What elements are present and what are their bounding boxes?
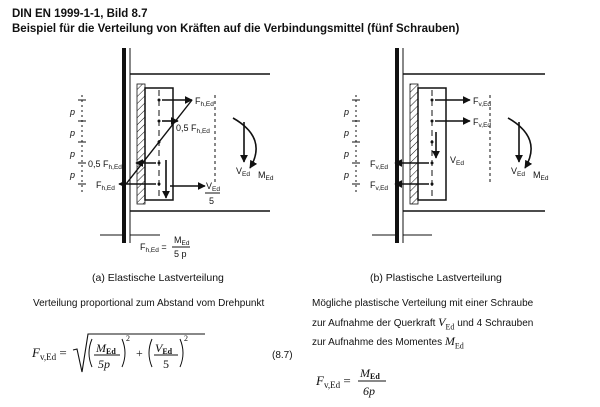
svg-text:2: 2: [184, 334, 188, 343]
label-fh-formula-num: MEd: [174, 235, 190, 247]
label-half-fh-lower: 0,5 Fh,Ed: [88, 159, 122, 171]
label-ved-num: VEd: [206, 181, 220, 193]
pitch-label-r4: p: [343, 170, 349, 180]
v-ed-symbol: VEd: [438, 315, 455, 332]
formula-plastic-num: MEd: [359, 366, 380, 381]
plastic-description-line3: zur Aufnahme des Momentes MEd: [312, 332, 464, 355]
label-m-right: MEd: [533, 170, 549, 182]
label-v-plate: VEd: [450, 155, 464, 167]
formula-lhs: Fv,Ed =: [31, 345, 67, 362]
pitch-label-r1: p: [343, 107, 349, 117]
figure-reference: DIN EN 1999-1-1, Bild 8.7: [12, 8, 148, 20]
moment-arrow: [232, 117, 258, 169]
v-symbol: V: [438, 315, 446, 329]
v-symbol-sub: Ed: [445, 322, 455, 332]
svg-text:+: +: [136, 346, 143, 360]
label-fv-lower: Fv,Ed: [370, 159, 388, 171]
formula-plastic-den: 6p: [363, 384, 375, 398]
label-fv-top: Fv,Ed: [473, 96, 491, 108]
plastic-description-line1: Mögliche plastische Verteilung mit einer…: [312, 298, 534, 309]
weld-hatching: [136, 83, 146, 205]
svg-text:5p: 5p: [98, 357, 110, 371]
plastic-desc-part: zur Aufnahme der Querkraft: [312, 318, 439, 329]
pitch-markers: [78, 95, 86, 192]
label-half-fh-top: 0,5 Fh,Ed: [176, 123, 210, 135]
label-fh-bottom: Fh,Ed: [96, 180, 115, 192]
formula-plastic-lhs: Fv,Ed =: [315, 373, 351, 390]
plastic-desc-part3: zur Aufnahme des Momentes: [312, 337, 445, 348]
formula-number: (8.7): [272, 350, 293, 361]
column-flange-right: [395, 48, 399, 243]
label-fv-bottom: Fv,Ed: [370, 180, 388, 192]
plastic-description-line2: zur Aufnahme der Querkraft VEd und 4 Sch…: [312, 313, 533, 336]
caption-elastic: (a) Elastische Lastverteilung: [92, 272, 224, 284]
column-flange: [122, 48, 126, 243]
m-symbol-sub: Ed: [454, 341, 464, 351]
term2-num: VEd: [155, 341, 173, 356]
elastic-diagram: [78, 48, 270, 248]
plastic-moment-arrow: [507, 117, 533, 169]
plastic-diagram: [352, 48, 545, 243]
label-fh-formula-den: 5 p: [174, 249, 187, 259]
distribution-line: [125, 99, 193, 185]
pitch-label-1: p: [69, 107, 75, 117]
pitch-label-2: p: [69, 128, 75, 138]
m-symbol: M: [444, 334, 455, 348]
figure-title: Beispiel für die Verteilung von Kräften …: [12, 23, 460, 35]
label-ved-den: 5: [209, 196, 214, 206]
caption-plastic: (b) Plastische Lastverteilung: [370, 272, 502, 284]
term2-den: 5: [163, 357, 169, 371]
svg-text:2: 2: [126, 334, 130, 343]
formula-plastic: Fv,Ed = MEd 6p: [315, 366, 386, 398]
pitch-label-3: p: [69, 149, 75, 159]
label-fh-formula: Fh,Ed =: [140, 242, 167, 254]
label-v-right: VEd: [511, 166, 525, 178]
label-med: MEd: [258, 170, 274, 182]
pitch-label-r2: p: [343, 128, 349, 138]
label-fv-upper: Fv,Ed: [473, 117, 491, 129]
plastic-desc-part2: und 4 Schrauben: [457, 318, 534, 329]
pitch-label-r3: p: [343, 149, 349, 159]
label-ved: VEd: [236, 166, 250, 178]
term1-num: MEd: [95, 341, 116, 356]
formula-8-7: Fv,Ed = MEd 5p 2 + VEd 5 2: [31, 333, 205, 373]
pitch-label-4: p: [69, 170, 75, 180]
label-fh-top: Fh,Ed: [195, 96, 214, 108]
m-ed-symbol: MEd: [444, 334, 464, 351]
elastic-description: Verteilung proportional zum Abstand vom …: [33, 298, 265, 309]
